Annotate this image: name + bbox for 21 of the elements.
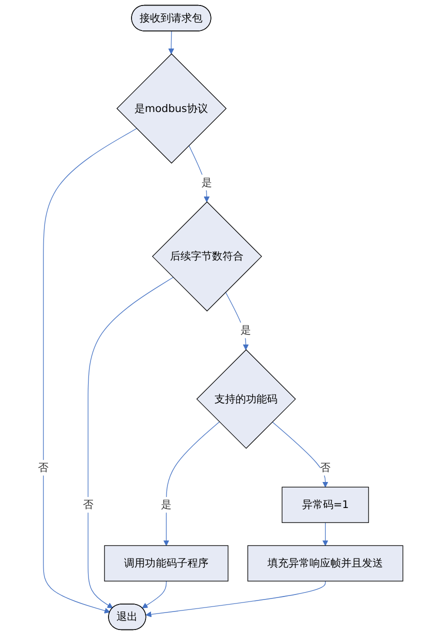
arrow: [146, 580, 326, 618]
arrow: [163, 422, 220, 546]
arrow: [142, 580, 167, 608]
arrow: [88, 277, 174, 608]
edge-label: 是: [161, 498, 172, 511]
node-diamond: 是modbus协议: [116, 53, 227, 164]
arrow: [168, 30, 174, 54]
edge-label: 否: [82, 498, 94, 511]
edge-label: 否: [38, 461, 49, 474]
arrow: [322, 522, 328, 546]
arrow: [43, 128, 137, 614]
edge-label: 是: [201, 176, 212, 188]
edge-label: 否: [320, 461, 331, 474]
node-box: 填充异常响应帧并且发送: [247, 545, 404, 582]
node-diamond: 后续字节数符合: [152, 201, 262, 312]
arrow: [225, 292, 249, 350]
node-diamond: 支持的功能码: [196, 349, 296, 449]
node-box: 异常码=1: [282, 486, 369, 523]
arrow: [272, 422, 328, 488]
node-box: 调用功能码子程序: [104, 545, 228, 582]
edge-label: 是: [240, 324, 252, 336]
